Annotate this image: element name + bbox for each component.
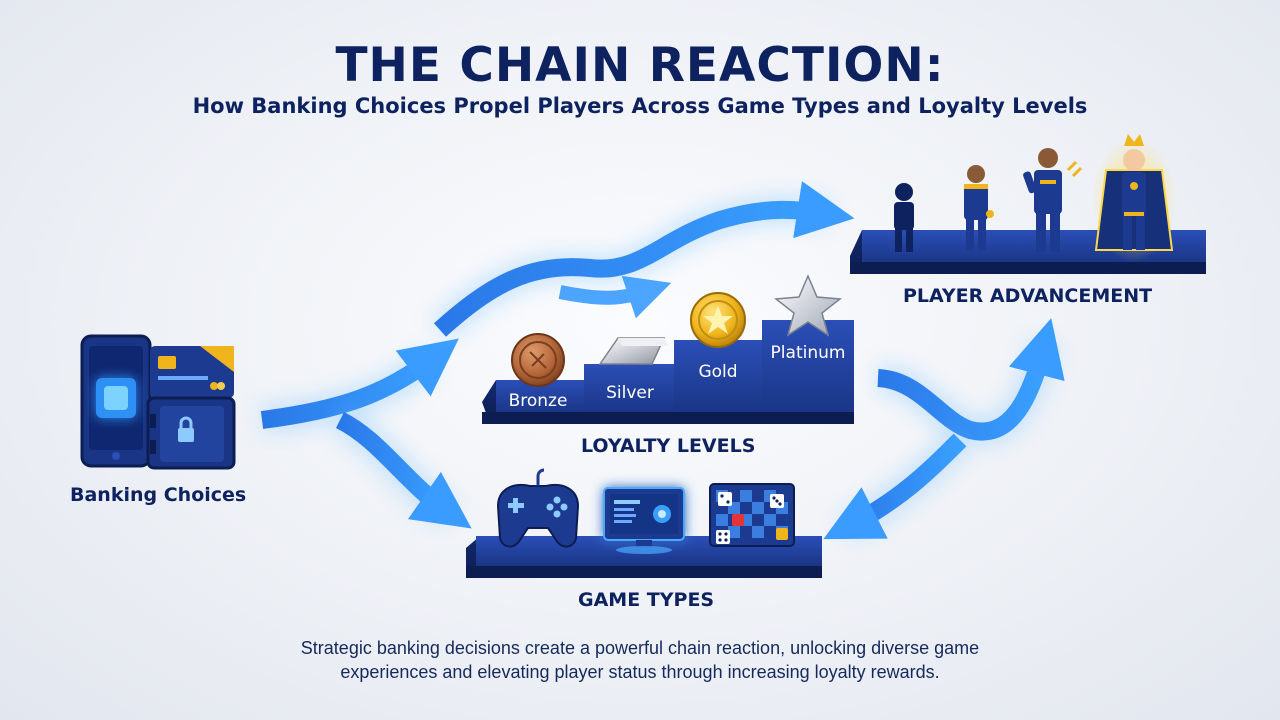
tier-label-platinum: Platinum bbox=[771, 343, 846, 363]
arrow-games-to-player bbox=[876, 318, 1065, 447]
board-game-icon bbox=[709, 483, 795, 547]
tier-label-bronze: Bronze bbox=[509, 391, 568, 411]
page-subtitle: How Banking Choices Propel Players Acros… bbox=[192, 94, 1088, 118]
tier-step-platinum bbox=[762, 320, 854, 414]
computer-monitor-icon bbox=[603, 487, 685, 554]
player-platform bbox=[850, 134, 1206, 274]
platinum-star-icon bbox=[774, 274, 842, 337]
games-platform bbox=[466, 468, 822, 578]
player-advancement-label: PLAYER ADVANCEMENT bbox=[903, 285, 1153, 307]
loyalty-platform: Bronze Silver Gold Platinum bbox=[482, 274, 854, 424]
flow-arrows bbox=[260, 181, 1065, 542]
arrow-loyalty-branch bbox=[558, 275, 672, 319]
credit-card-icon bbox=[150, 346, 234, 398]
game-types-label: GAME TYPES bbox=[578, 589, 715, 611]
arrow-loyalty-to-games bbox=[823, 429, 971, 542]
footer-caption: Strategic banking decisions create a pow… bbox=[140, 636, 1140, 684]
safe-icon bbox=[146, 396, 236, 470]
crowned-hero-icon bbox=[1092, 134, 1176, 262]
arrow-loyalty-to-player bbox=[429, 181, 855, 342]
tier-label-gold: Gold bbox=[698, 362, 737, 382]
gold-coin-icon bbox=[690, 292, 746, 348]
footer-line-2: experiences and elevating player status … bbox=[340, 662, 940, 682]
arrow-banking-to-games bbox=[332, 406, 472, 529]
banking-choices-label: Banking Choices bbox=[70, 484, 247, 506]
smartphone-icon bbox=[80, 334, 152, 468]
banking-icons bbox=[80, 334, 236, 470]
arrow-banking-to-loyalty bbox=[260, 338, 459, 435]
intermediate-player-icon bbox=[964, 165, 994, 250]
gamepad-icon bbox=[496, 468, 580, 548]
tier-label-silver: Silver bbox=[606, 383, 654, 403]
page-title: THE CHAIN REACTION: bbox=[335, 38, 945, 93]
silver-bar-icon bbox=[598, 337, 668, 365]
tier-step-silver bbox=[584, 364, 676, 414]
basic-player-icon bbox=[894, 183, 914, 252]
footer-line-1: Strategic banking decisions create a pow… bbox=[300, 638, 980, 658]
loyalty-levels-label: LOYALTY LEVELS bbox=[581, 435, 756, 457]
tier-step-gold bbox=[674, 340, 764, 414]
advanced-player-icon bbox=[1023, 148, 1083, 252]
bronze-coin-icon bbox=[511, 333, 565, 387]
